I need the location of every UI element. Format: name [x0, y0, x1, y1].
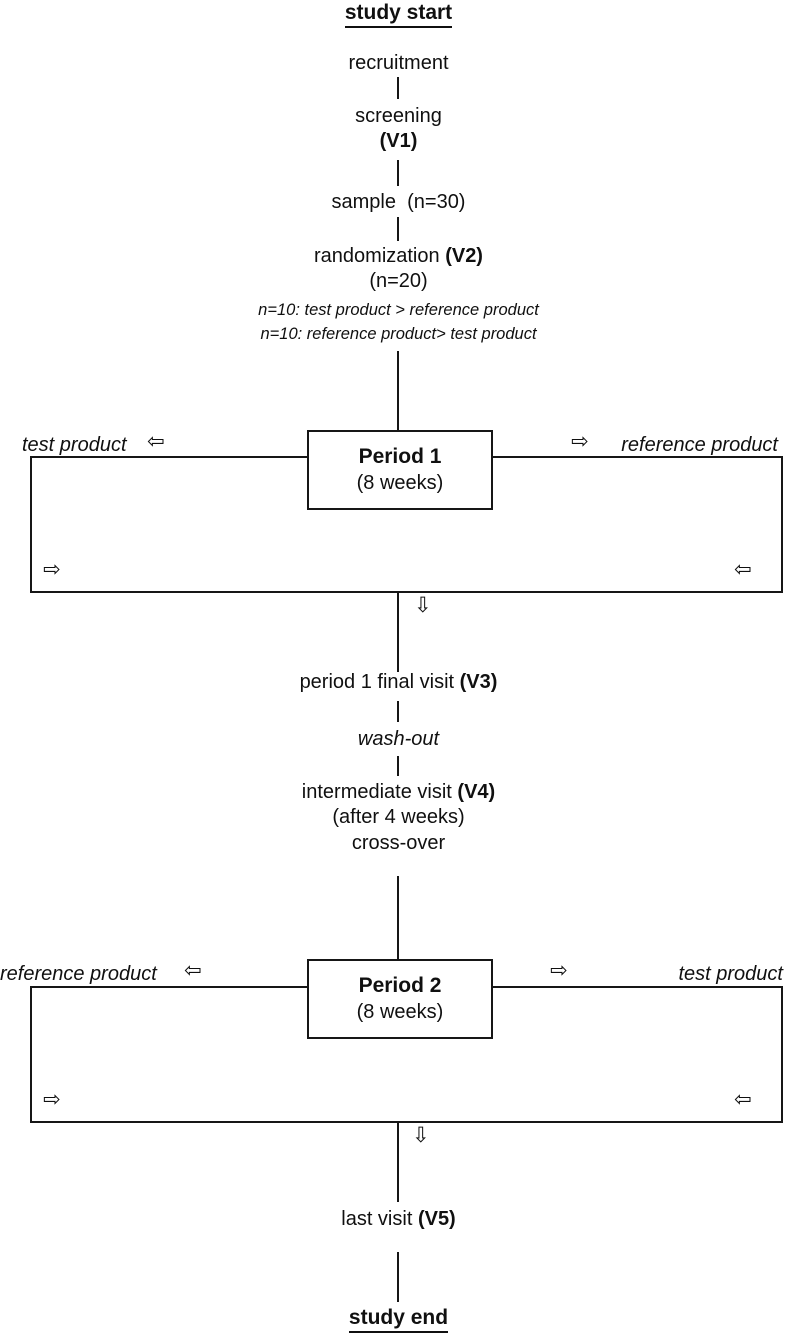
final-visit-text: period 1 final visit: [299, 671, 460, 693]
period1-left-arm-label: test product: [22, 434, 127, 456]
connector-screening-sample: [397, 160, 399, 186]
connector-crossover-period2: [397, 876, 399, 960]
period1-box: Period 1 (8 weeks): [307, 430, 493, 510]
arm2-sequence: n=10: reference product> test product: [260, 325, 537, 343]
connector-finalvisit-washout: [397, 701, 399, 722]
period2-duration: (8 weeks): [356, 1000, 444, 1023]
down-arrow-icon: ⇩: [412, 1123, 430, 1147]
randomization-node: randomization (V2): [10, 245, 787, 268]
period2-right-arm-label: test product: [678, 963, 783, 985]
study-start-heading: study start: [10, 1, 787, 29]
down-arrow-icon: ⇩: [414, 593, 432, 617]
left-arrow-icon: ⇦: [734, 1087, 752, 1111]
period2-box: Period 2 (8 weeks): [307, 959, 493, 1039]
study-start-text: study start: [344, 1, 453, 29]
arm1-sequence: n=10: test product > reference product: [258, 301, 539, 319]
left-arrow-icon: ⇦: [184, 958, 202, 982]
connector-lastvisit-studyend: [397, 1252, 399, 1302]
intermediate-visit-node: intermediate visit (V4): [10, 781, 787, 804]
connector-recruitment-screening: [397, 77, 399, 99]
intermediate-visit-text: intermediate visit: [301, 781, 458, 803]
left-arrow-icon: ⇦: [734, 557, 752, 581]
right-arrow-icon: ⇨: [43, 557, 61, 581]
right-arrow-icon: ⇨: [43, 1087, 61, 1111]
visit-v2-code: (V2): [445, 245, 483, 267]
visit-v1-code: (V1): [379, 130, 418, 152]
connector-period2-lastvisit: [397, 1123, 399, 1202]
connector-sample-randomization: [397, 217, 399, 241]
period1-right-arm-label: reference product: [621, 434, 778, 456]
period2-title: Period 2: [358, 974, 442, 998]
last-visit-node: last visit (V5): [10, 1208, 787, 1231]
crossover-node: cross-over: [351, 832, 446, 854]
study-end-heading: study end: [10, 1306, 787, 1334]
period1-title: Period 1: [358, 445, 442, 469]
right-arrow-icon: ⇨: [571, 429, 589, 453]
study-end-text: study end: [348, 1306, 449, 1334]
sample-node: sample (n=30): [331, 191, 466, 213]
left-arrow-icon: ⇦: [147, 429, 165, 453]
period2-left-arm-label: reference product: [0, 963, 157, 985]
visit-v3-code: (V3): [459, 671, 498, 693]
visit-v4-code: (V4): [457, 781, 496, 803]
connector-washout-intermediate: [397, 756, 399, 776]
right-arrow-icon: ⇨: [550, 958, 568, 982]
intermediate-visit-timing: (after 4 weeks): [332, 806, 465, 828]
washout-node: wash-out: [357, 728, 440, 750]
screening-node: screening: [355, 105, 442, 127]
last-visit-text: last visit: [341, 1208, 418, 1230]
visit-v5-code: (V5): [417, 1208, 456, 1230]
connector-randomization-period1: [397, 351, 399, 431]
randomization-n-count: (n=20): [369, 270, 428, 292]
connector-period1-finalvisit: [397, 593, 399, 672]
period1-duration: (8 weeks): [356, 471, 444, 494]
recruitment-node: recruitment: [348, 52, 449, 74]
randomization-text: randomization: [314, 245, 446, 267]
period1-final-visit-node: period 1 final visit (V3): [10, 671, 787, 694]
